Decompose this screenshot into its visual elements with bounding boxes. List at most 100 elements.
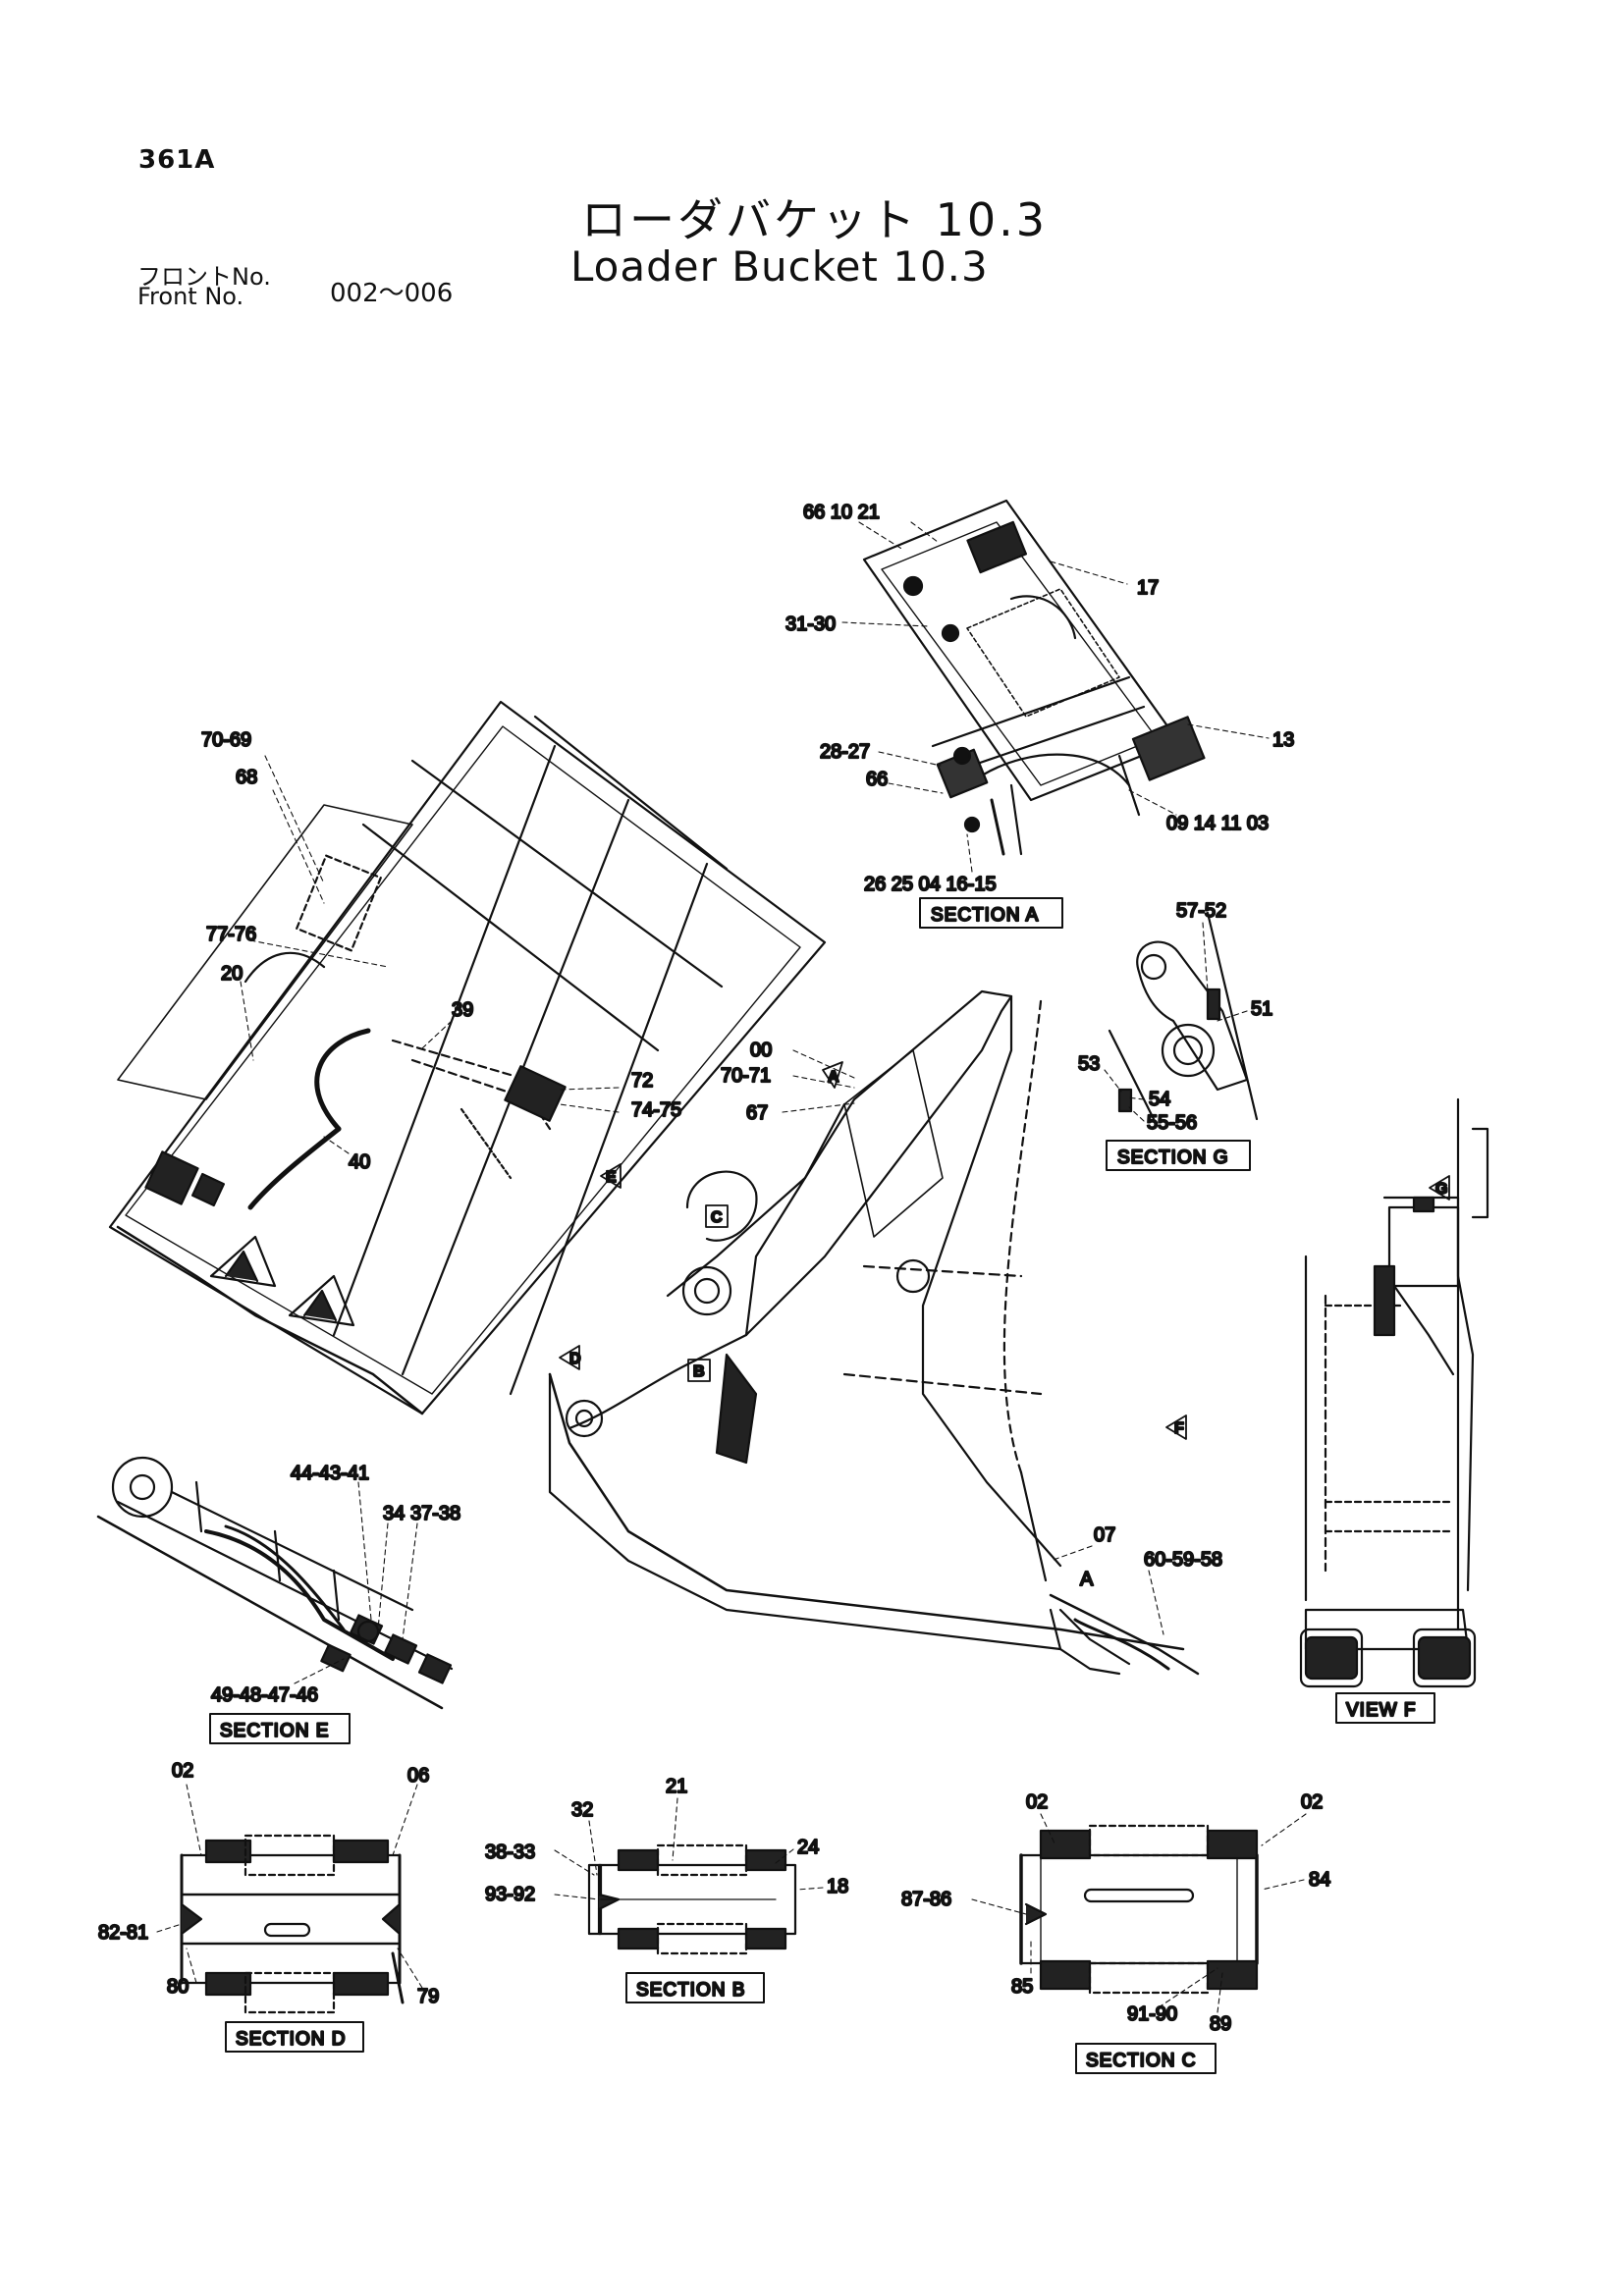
callout-e-44-43-41: 44-43-41	[291, 1463, 369, 1484]
marker-a-arrow	[822, 1061, 843, 1089]
callout-g-51: 51	[1251, 998, 1272, 1020]
section-e-box	[209, 1713, 351, 1744]
callout-d-02: 02	[172, 1760, 193, 1782]
callout-s-a-26-25-04-16-15: 26 25 04 16-15	[864, 874, 997, 895]
callout-d-80: 80	[167, 1976, 189, 1998]
callout-e-49-48-47-46: 49-48-47-46	[211, 1684, 318, 1706]
marker-b-box	[687, 1359, 711, 1382]
callout-s-a-66-10-21: 66 10 21	[803, 502, 880, 523]
callout-s-a-28-27: 28-27	[820, 741, 870, 763]
marker-d: D	[569, 1351, 581, 1367]
callout-m-00: 00	[750, 1040, 772, 1061]
view-f-box	[1335, 1692, 1435, 1724]
callout-s-a-31-30: 31-30	[785, 614, 836, 635]
marker-g-arrow	[1429, 1175, 1450, 1201]
callout-s-a-09-14-11-03: 09 14 11 03	[1166, 813, 1269, 834]
section-b-leaders	[554, 1797, 824, 1900]
callout-b-93-92: 93-92	[485, 1884, 535, 1905]
callout-c-84: 84	[1309, 1869, 1330, 1891]
view-f-label: VIEW F	[1346, 1700, 1416, 1721]
section-a-label: SECTION A	[931, 905, 1039, 926]
callout-c-85: 85	[1011, 1976, 1033, 1998]
callout-c-91-90: 91-90	[1127, 2003, 1177, 2025]
callout-g-57-52: 57-52	[1176, 900, 1226, 922]
callout-m-74-75: 74-75	[631, 1099, 681, 1121]
marker-b: B	[693, 1363, 705, 1380]
marker-c-box	[705, 1204, 729, 1228]
front-number-label-en: Front No.	[137, 283, 244, 310]
callout-s-a-66: 66	[866, 769, 888, 790]
bucket-side-view-drawing	[548, 989, 1200, 1676]
front-number-range: 002～006	[330, 279, 454, 308]
callout-g-54: 54	[1149, 1089, 1170, 1110]
marker-e: E	[606, 1169, 617, 1186]
section-b-box	[625, 1972, 765, 2003]
marker-c: C	[711, 1209, 723, 1226]
section-c-label: SECTION C	[1086, 2051, 1196, 2071]
section-g-box	[1106, 1140, 1251, 1171]
marker-f: F	[1174, 1420, 1184, 1437]
marker-f-arrow	[1165, 1415, 1187, 1440]
section-b-label: SECTION B	[636, 1980, 745, 2001]
page-number: 361A	[138, 145, 216, 175]
section-g-drawing	[1108, 911, 1259, 1121]
section-a-drawing	[862, 499, 1206, 856]
callout-b-24: 24	[797, 1837, 819, 1858]
callout-b-21: 21	[666, 1776, 687, 1797]
callout-b-18: 18	[827, 1876, 848, 1897]
callout-e-34: 34	[383, 1503, 405, 1524]
callout-m-a: A	[1080, 1569, 1094, 1590]
front-number-label-jp: フロントNo.	[137, 263, 271, 291]
section-d-leaders	[156, 1784, 423, 1989]
callout-g-55-56: 55-56	[1147, 1112, 1197, 1134]
callout-c-89: 89	[1210, 2013, 1231, 2035]
section-d-label: SECTION D	[236, 2029, 346, 2050]
marker-g: G	[1435, 1181, 1447, 1198]
callout-d-06: 06	[407, 1765, 429, 1787]
callout-m-68: 68	[236, 767, 257, 788]
marker-a: A	[828, 1069, 839, 1086]
section-g-leaders	[1104, 922, 1248, 1122]
section-d-box	[225, 2021, 364, 2053]
marker-e-arrow	[600, 1163, 622, 1189]
section-e-drawing	[96, 1456, 454, 1710]
section-c-box	[1075, 2043, 1217, 2074]
callout-d-79: 79	[417, 1986, 439, 2007]
marker-d-arrow	[559, 1345, 580, 1370]
callout-m-77-76: 77-76	[206, 924, 256, 945]
title-english: Loader Bucket 10.3	[570, 242, 989, 291]
section-g-label: SECTION G	[1117, 1148, 1229, 1168]
section-b-drawing	[587, 1843, 797, 1955]
title-japanese: ローダバケット 10.3	[581, 193, 1049, 246]
section-a-leaders	[841, 521, 1270, 873]
callout-d-82-81: 82-81	[98, 1922, 148, 1944]
callout-b-32: 32	[571, 1799, 593, 1821]
section-c-drawing	[1019, 1824, 1259, 1995]
view-f-drawing	[1299, 1097, 1489, 1688]
callout-c-02-left: 02	[1026, 1791, 1048, 1813]
callout-m-70-71: 70-71	[721, 1065, 771, 1087]
side-view-leaders	[782, 1049, 1164, 1635]
callout-e-37-38: 37-38	[410, 1503, 460, 1524]
callout-b-38-33: 38-33	[485, 1842, 535, 1863]
callout-c-02-right: 02	[1301, 1791, 1323, 1813]
section-d-drawing	[180, 1834, 405, 2014]
callout-m-67: 67	[746, 1102, 768, 1124]
callout-m-60-59-58: 60-59-58	[1144, 1549, 1222, 1571]
callout-m-39: 39	[452, 999, 473, 1021]
bucket-leaders	[240, 755, 620, 1154]
callout-g-53: 53	[1078, 1053, 1100, 1075]
callout-s-a-13: 13	[1272, 729, 1294, 751]
section-c-leaders	[971, 1813, 1307, 2013]
callout-m-40: 40	[349, 1151, 370, 1173]
section-e-leaders	[294, 1481, 418, 1684]
callout-m-70-69: 70-69	[201, 729, 251, 751]
section-a-box	[919, 897, 1063, 929]
section-e-label: SECTION E	[220, 1721, 329, 1741]
callout-m-20: 20	[221, 963, 243, 985]
callout-m-72: 72	[631, 1070, 653, 1092]
callout-s-a-17: 17	[1137, 577, 1159, 599]
callout-m-07: 07	[1094, 1524, 1115, 1546]
callout-c-87-86: 87-86	[901, 1889, 951, 1910]
